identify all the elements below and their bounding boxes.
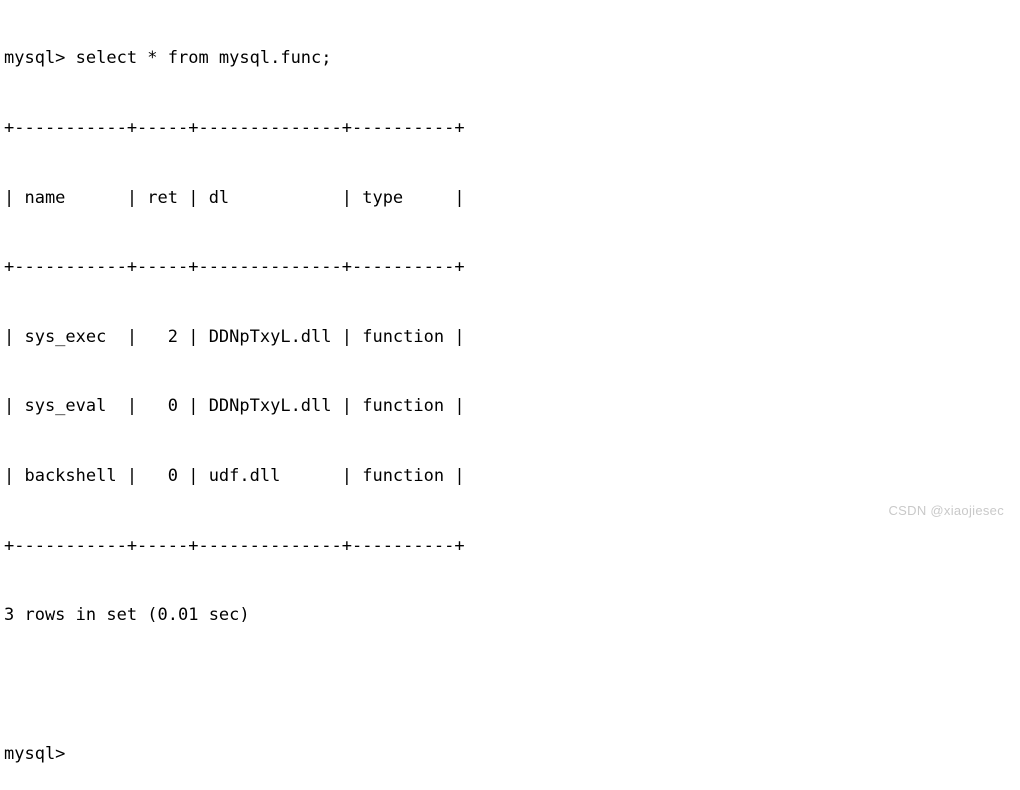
table-row: | sys_eval | 0 | DDNpTxyL.dll | function… — [4, 396, 465, 417]
shell-prompt: mysql> — [4, 744, 66, 765]
table-row: | sys_exec | 2 | DDNpTxyL.dll | function… — [4, 326, 465, 347]
table-header-border: +-----------+-----+--------------+------… — [4, 257, 465, 278]
table-header-row: | name | ret | dl | type | — [4, 187, 465, 208]
blank-line — [4, 674, 1016, 697]
table-top-border: +-----------+-----+--------------+------… — [4, 118, 465, 138]
table-row: | backshell | 0 | udf.dll | function | — [4, 465, 465, 486]
result-status-line: 3 rows in set (0.01 sec) — [4, 605, 250, 626]
csdn-watermark: CSDN @xiaojiesec — [888, 503, 1004, 518]
command-line: mysql> select * from mysql.func; — [4, 48, 332, 69]
table-bottom-border: +-----------+-----+--------------+------… — [4, 535, 465, 556]
terminal-output: mysql> select * from mysql.func; +------… — [4, 1, 1016, 764]
